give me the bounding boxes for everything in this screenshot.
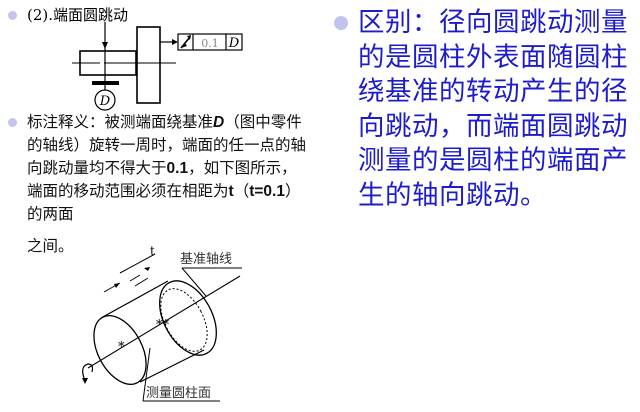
comparison-text: 区别：径向圆跳动测量的是圆柱外表面随圆柱绕基准的转动产生的径向跳动，而端面圆跳动… bbox=[358, 7, 628, 211]
datum-ref: D bbox=[213, 114, 225, 131]
surface-label: 测量圆柱面 bbox=[146, 386, 211, 401]
rotation-arrow-icon bbox=[82, 363, 94, 379]
bullet-icon bbox=[8, 118, 17, 127]
t-ref: t bbox=[228, 183, 234, 200]
marker-icon: * bbox=[118, 340, 125, 355]
para-text: ，如下图所示，端面的移动范围必须在相距为 bbox=[27, 159, 297, 200]
marker-icon: ** bbox=[156, 318, 170, 333]
tolerance-ref: 0.1 bbox=[166, 160, 189, 177]
tolerance-value: 0.1 bbox=[201, 37, 219, 50]
circular-runout-icon bbox=[180, 35, 191, 49]
datum-label: D bbox=[99, 94, 111, 109]
end-face-runout-drawing: D 0.1 D bbox=[72, 22, 243, 111]
cylinder-runout-drawing: 基准轴线 * ** t 测量圆柱面 bbox=[82, 244, 242, 402]
axis-label: 基准轴线 bbox=[180, 252, 232, 267]
para-tail: 之间。 bbox=[27, 237, 74, 255]
para-text: （图中零件的轴线）旋转一周时，端面的任一点的轴向跳动量均不得大于 bbox=[27, 113, 307, 177]
dimension-t-label: t bbox=[150, 244, 155, 258]
t-value: t=0.1 bbox=[249, 183, 285, 200]
bullet-icon bbox=[334, 16, 348, 30]
para-text: （ bbox=[233, 182, 250, 200]
section-heading: (2).端面圆跳动 bbox=[27, 6, 129, 24]
bullet-icon bbox=[8, 11, 17, 20]
fcf-datum: D bbox=[228, 36, 240, 51]
para-text: 标注释义：被测端面绕基准 bbox=[27, 113, 214, 131]
annotation-paragraph: 标注释义：被测端面绕基准D（图中零件的轴线）旋转一周时，端面的任一点的轴向跳动量… bbox=[27, 111, 312, 258]
para-text: ） 的两面 bbox=[27, 182, 301, 223]
